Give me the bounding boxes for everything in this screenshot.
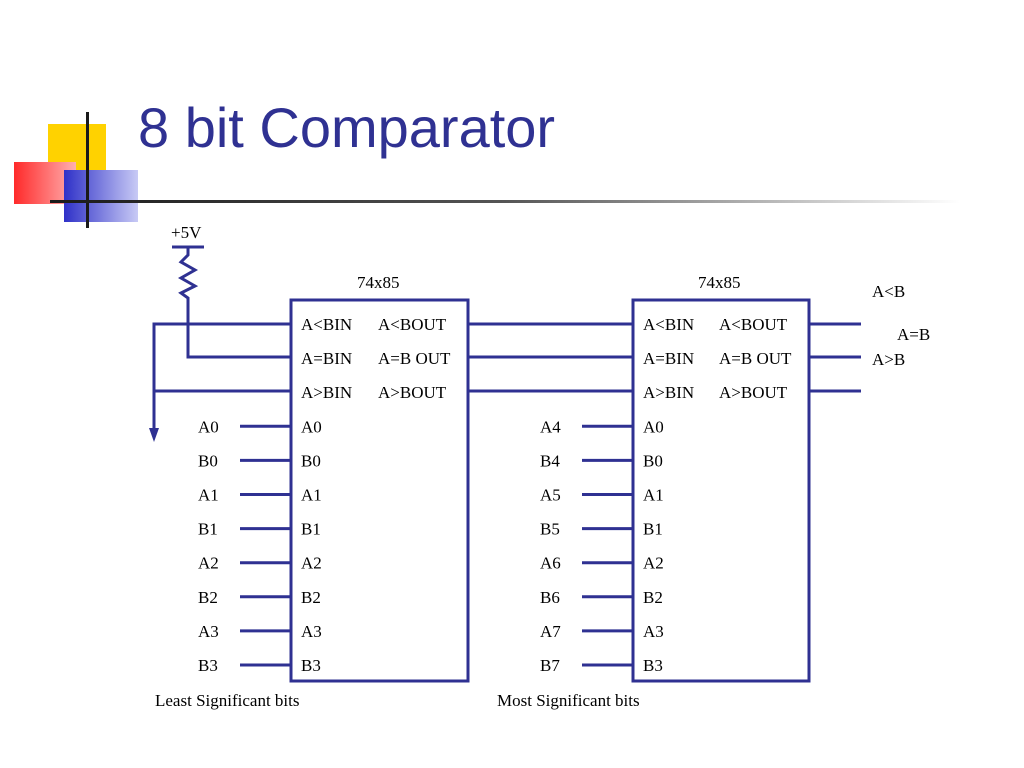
slide-title: 8 bit Comparator bbox=[138, 96, 556, 159]
chip-1-pin-right: A>BOUT bbox=[378, 383, 447, 402]
chip-2-input-label: A4 bbox=[540, 417, 561, 436]
chip-1-pin-left: A3 bbox=[301, 622, 322, 641]
supply-label: +5V bbox=[171, 223, 202, 242]
chip-1-body bbox=[289, 298, 470, 683]
chip-1-pin-left: B0 bbox=[301, 451, 321, 470]
chip-2-pin-left: A2 bbox=[643, 554, 664, 573]
chip-1-input-label: A0 bbox=[198, 417, 219, 436]
chip-1-pin-right: A<BOUT bbox=[378, 315, 447, 334]
chip-2-pin-left: A=BIN bbox=[643, 349, 694, 368]
ground-arrow-icon bbox=[149, 428, 159, 442]
chip-1-pin-left: A0 bbox=[301, 417, 322, 436]
chip-2-input-label: B7 bbox=[540, 656, 560, 675]
chip-2-pin-left: B3 bbox=[643, 656, 663, 675]
chip-1-pin-left: A2 bbox=[301, 554, 322, 573]
output-a-lt-b-label: A<B bbox=[872, 282, 905, 301]
chip-2-pin-left: A1 bbox=[643, 486, 664, 505]
chip-1-pin-left: A1 bbox=[301, 486, 322, 505]
chip-2-pin-right: A>BOUT bbox=[719, 383, 788, 402]
chip-2-caption: Most Significant bits bbox=[497, 691, 640, 710]
chip-1-input-label: B0 bbox=[198, 451, 218, 470]
chip-2-body bbox=[631, 298, 811, 683]
chip-1-pin-left: B2 bbox=[301, 588, 321, 607]
a-lt-b-input-wire bbox=[152, 322, 290, 430]
chip-2-input-label: B4 bbox=[540, 451, 560, 470]
chip-2-pin-left: B1 bbox=[643, 520, 663, 539]
chip-2-pin-left: B2 bbox=[643, 588, 663, 607]
chip-1-input-label: A1 bbox=[198, 486, 219, 505]
chip-1-pin-left: A=BIN bbox=[301, 349, 352, 368]
chip-2-input-label: A6 bbox=[540, 554, 561, 573]
chip-2-input-label: A5 bbox=[540, 486, 561, 505]
title-rule bbox=[50, 200, 960, 203]
chip-2-pin-left: A<BIN bbox=[643, 315, 694, 334]
chip-1-input-label: A3 bbox=[198, 622, 219, 641]
deco-vertical-line bbox=[86, 112, 89, 228]
output-a-eq-b-label: A=B bbox=[897, 325, 930, 344]
chip-1-input-label: A2 bbox=[198, 554, 219, 573]
chip-2-pin-right: A=B OUT bbox=[719, 349, 792, 368]
slide-decoration bbox=[0, 0, 140, 230]
chip-2-input-label: B6 bbox=[540, 588, 560, 607]
chip-1-caption: Least Significant bits bbox=[155, 691, 299, 710]
chip-2-pin-left: B0 bbox=[643, 451, 663, 470]
chip-1-pin-right: A=B OUT bbox=[378, 349, 451, 368]
chip-2-pin-left: A>BIN bbox=[643, 383, 694, 402]
chip-2-pin-right: A<BOUT bbox=[719, 315, 788, 334]
deco-blue-square bbox=[64, 170, 138, 222]
chip-1-pin-left: A<BIN bbox=[301, 315, 352, 334]
output-a-gt-b-label: A>B bbox=[872, 350, 905, 369]
chip-2-pin-left: A0 bbox=[643, 417, 664, 436]
chip-1-pin-left: B1 bbox=[301, 520, 321, 539]
chip-1-input-label: B3 bbox=[198, 656, 218, 675]
chip-1-part-label: 74x85 bbox=[357, 273, 400, 292]
pullup-resistor-wire bbox=[177, 247, 290, 359]
chip-1-pin-left: A>BIN bbox=[301, 383, 352, 402]
chip-2-pin-left: A3 bbox=[643, 622, 664, 641]
chip-1-pin-left: B3 bbox=[301, 656, 321, 675]
chip-2-part-label: 74x85 bbox=[698, 273, 741, 292]
chip-1-input-label: B1 bbox=[198, 520, 218, 539]
chip-2-input-label: A7 bbox=[540, 622, 561, 641]
chip-2-input-label: B5 bbox=[540, 520, 560, 539]
chip-1-input-label: B2 bbox=[198, 588, 218, 607]
